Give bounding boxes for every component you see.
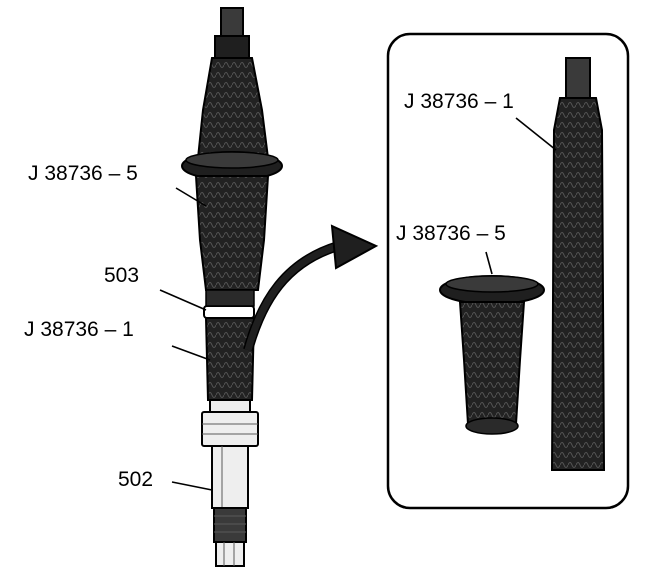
inset-long-tool-body <box>550 97 606 471</box>
output-shaft <box>211 445 249 509</box>
inset-cup-bottom <box>465 417 519 435</box>
leader-inset-tool-cup <box>485 251 493 275</box>
inset-long-tool-stub <box>565 57 591 99</box>
inset-cup-body <box>458 301 526 425</box>
tool-upper-body <box>196 57 270 159</box>
seal-top-band <box>205 289 255 307</box>
cup-body <box>194 175 270 291</box>
curved-arrow <box>243 224 379 352</box>
seal-ring <box>203 305 255 319</box>
main-labels: J 38736 – 5 503 J 38736 – 1 502 <box>24 162 213 491</box>
label-inset-tool-cup: J 38736 – 5 <box>396 222 506 245</box>
label-main-tool-lower: J 38736 – 1 <box>24 318 134 341</box>
inset-cup-flange-top <box>445 275 539 293</box>
shaft-splines <box>213 507 247 543</box>
leader-inset-tool-long <box>515 117 557 151</box>
tool-top-stub <box>220 7 244 39</box>
arrow-head <box>330 224 379 270</box>
cup-flange-top <box>185 151 279 169</box>
shaft-tip <box>215 541 245 567</box>
arrow-shaft-inner <box>244 242 340 351</box>
tool-lower-sleeve <box>204 317 256 401</box>
main-assembly <box>181 7 283 567</box>
leader-main-shaft <box>171 481 213 491</box>
leader-main-tool-upper <box>175 187 207 207</box>
leader-main-tool-lower <box>171 345 211 361</box>
tool-neck <box>214 35 250 59</box>
label-main-seal: 503 <box>104 264 139 287</box>
label-main-tool-upper: J 38736 – 5 <box>28 162 138 185</box>
leader-main-seal <box>159 289 207 311</box>
shaft-collar <box>201 411 259 447</box>
shaft-collar-top <box>209 399 251 413</box>
label-main-shaft: 502 <box>118 468 153 491</box>
label-inset-tool-long: J 38736 – 1 <box>404 90 514 113</box>
inset-panel: J 38736 – 1 J 38736 – 5 <box>386 32 630 510</box>
